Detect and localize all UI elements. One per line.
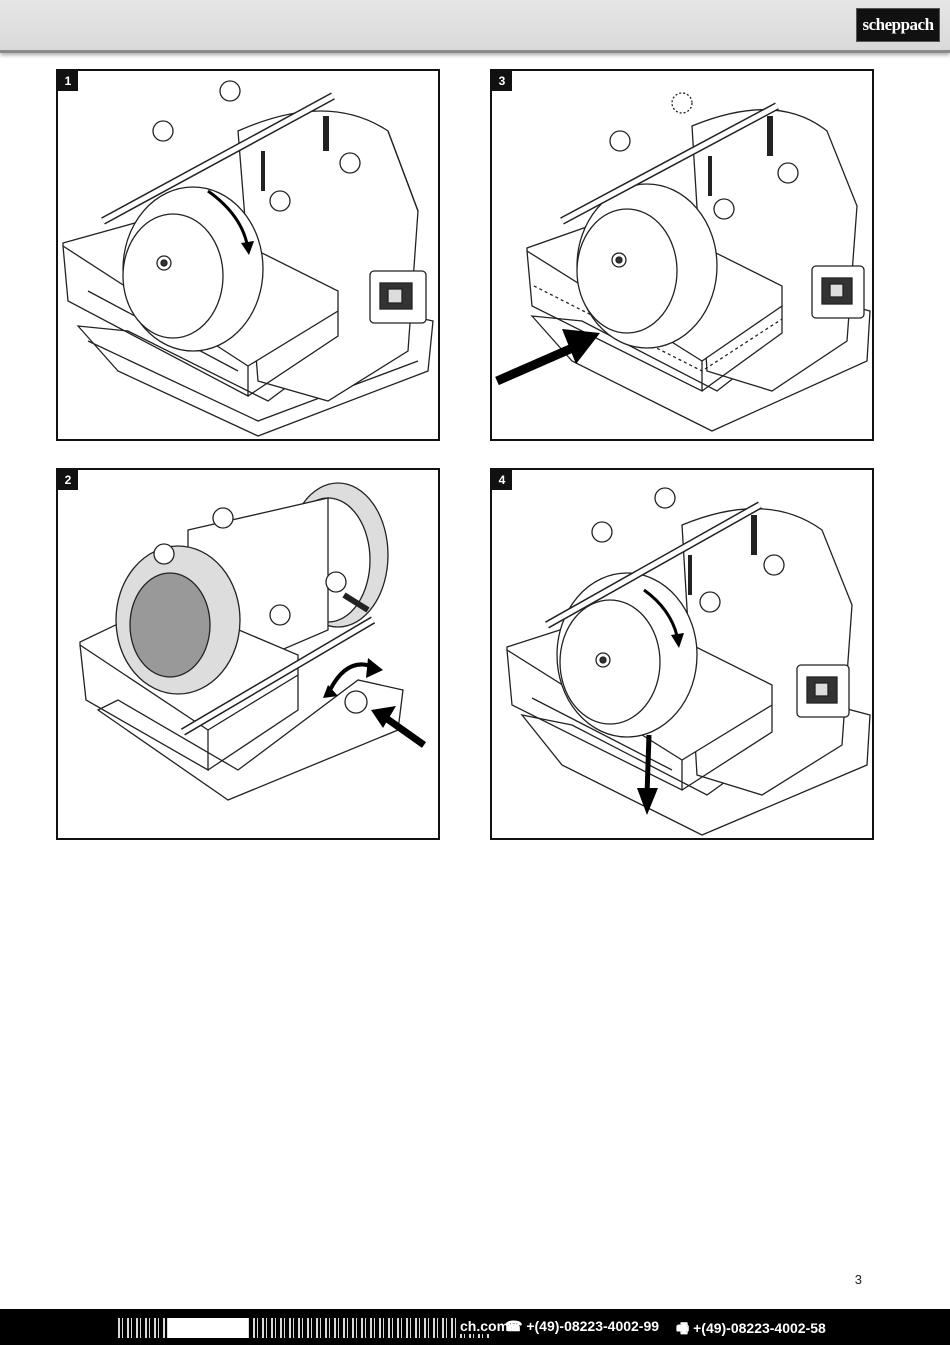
figure-panel-1: 1 — [56, 69, 440, 441]
grinder-illustration — [62, 80, 434, 437]
grinder-illustration — [506, 487, 871, 836]
figure-panel-2: 2 — [56, 468, 440, 840]
grinder-illustration — [79, 482, 427, 801]
brand-logo: scheppach — [856, 8, 940, 42]
grinder-illustration — [495, 92, 871, 432]
footer-phone: ☎ +(49)-08223-4002-99 — [505, 1318, 660, 1334]
figure-panel-4: 4 — [490, 468, 874, 840]
figure-number: 4 — [492, 470, 512, 490]
figure-number: 2 — [58, 470, 78, 490]
footer-fax: 🖷 +(49)-08223-4002-58 — [676, 1320, 826, 1336]
page-number: 3 — [854, 1272, 862, 1287]
figure-number: 1 — [58, 71, 78, 91]
footer-bar: ch.com ☎ +(49)-08223-4002-99 🖷 +(49)-082… — [0, 1309, 950, 1345]
footer-redaction — [168, 1318, 248, 1338]
header-bar: scheppach — [0, 0, 950, 53]
footer-website[interactable]: ch.com — [456, 1318, 510, 1334]
figure-number: 3 — [492, 71, 512, 91]
figure-panel-3: 3 — [490, 69, 874, 441]
